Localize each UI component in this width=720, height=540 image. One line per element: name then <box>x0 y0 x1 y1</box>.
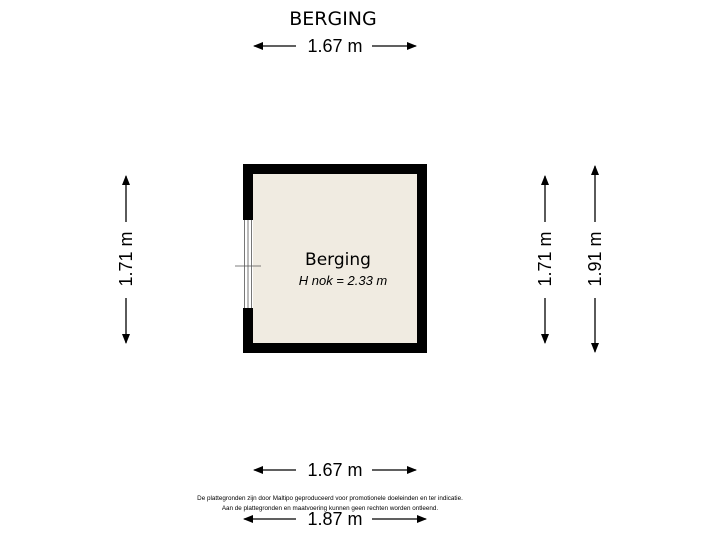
dimension-label: 1.71 m <box>116 231 136 286</box>
plan-title: BERGING <box>289 8 377 30</box>
dimension-label: 1.67 m <box>307 460 362 480</box>
dimension-bottom-inner-width: 1.67 m <box>253 460 417 480</box>
disclaimer-line-2: Aan de plattegronden en maatvoering kunn… <box>222 505 439 512</box>
dimension-left-height: 1.71 m <box>116 175 136 344</box>
dimension-right-outer-height: 1.91 m <box>585 165 605 353</box>
room-ridge-height: H nok = 2.33 m <box>299 273 388 288</box>
dimension-top-width: 1.67 m <box>253 36 417 56</box>
dimension-right-inner-height: 1.71 m <box>535 175 555 344</box>
dimension-label: 1.91 m <box>585 231 605 286</box>
dimension-label: 1.71 m <box>535 231 555 286</box>
dimension-bottom-outer-width: 1.87 m <box>243 509 427 529</box>
room-berging: Berging H nok = 2.33 m <box>235 164 427 353</box>
dimension-label: 1.67 m <box>307 36 362 56</box>
room-floor <box>253 174 417 343</box>
disclaimer-line-1: De plattegronden zijn door Maltipo gepro… <box>197 495 463 502</box>
room-name: Berging <box>305 250 371 270</box>
dimension-label: 1.87 m <box>307 509 362 529</box>
